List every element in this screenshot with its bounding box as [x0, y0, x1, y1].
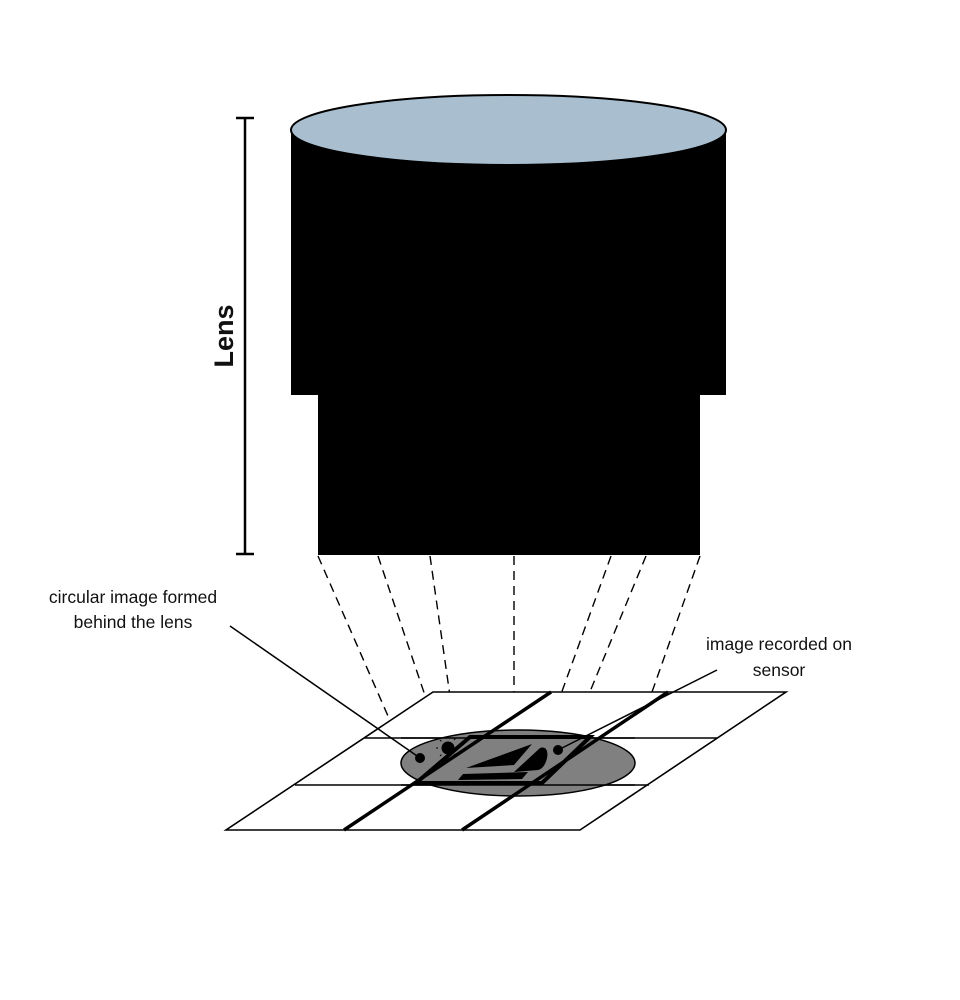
- lens-body: [290, 94, 727, 555]
- callout-circular-image: circular image formed behind the lens: [49, 587, 217, 632]
- sensor-frame-edges: [343, 690, 669, 832]
- sensor-callout-leader: [557, 669, 718, 751]
- lens-glass: [290, 94, 727, 166]
- sailboat-icon: [458, 744, 548, 780]
- callout-sensor-image-line2: sensor: [753, 660, 806, 680]
- callout-circular-image-line1: circular image formed: [49, 587, 217, 607]
- callout-circular-image-line2: behind the lens: [74, 612, 193, 632]
- callout-sensor-image-line1: image recorded on: [706, 634, 852, 654]
- circle-callout-leader: [229, 625, 421, 759]
- sun-icon: [436, 736, 460, 760]
- lens-label: Lens: [209, 304, 239, 367]
- callout-sensor-image: image recorded on sensor: [706, 634, 852, 680]
- lens-dimension-bracket: [236, 116, 254, 556]
